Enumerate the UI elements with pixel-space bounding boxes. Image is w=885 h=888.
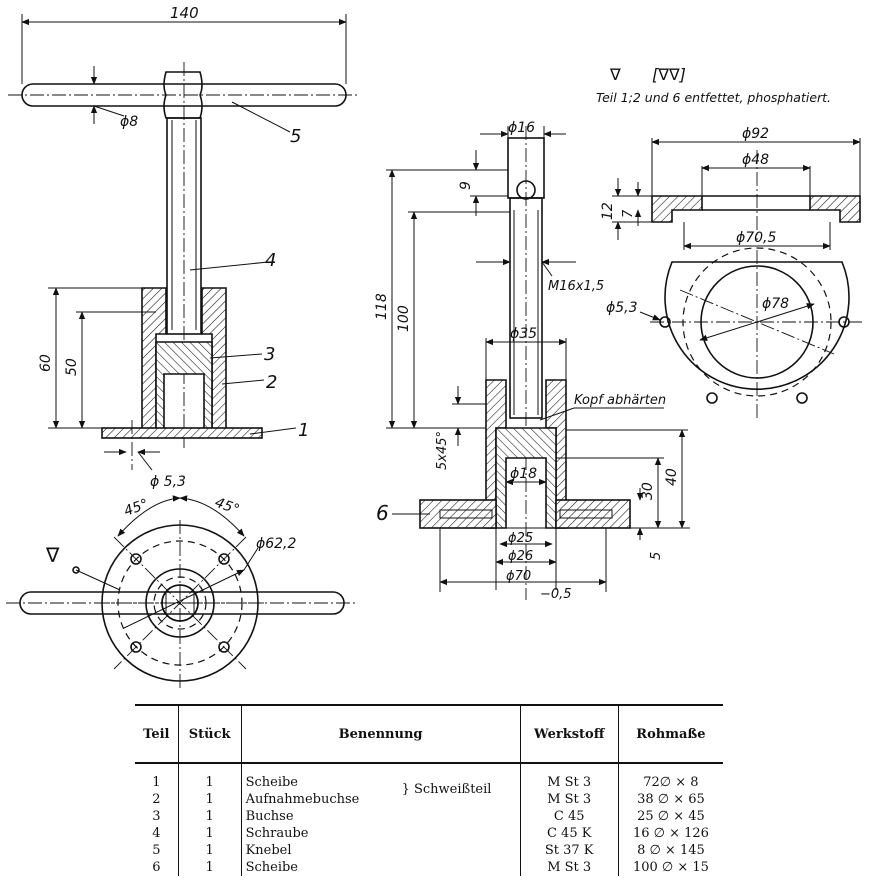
dim-118: 118	[374, 293, 390, 320]
cell-benennung: Buchse	[240, 808, 521, 825]
dim-d48: ϕ48	[742, 152, 769, 168]
table-header-row: Teil Stück Benennung Werkstoff Rohmaße	[135, 704, 723, 764]
dim-d8: ϕ8	[120, 114, 138, 130]
cell-stueck: 1	[177, 842, 242, 859]
dim-60: 60	[38, 354, 54, 372]
cell-stueck: 1	[177, 859, 242, 876]
col-header-benennung: Benennung	[240, 704, 521, 764]
cell-stueck: 1	[177, 825, 242, 842]
dim-5: 5	[649, 552, 664, 560]
dim-d18: ϕ18	[510, 466, 537, 482]
dim-140: 140	[170, 4, 199, 22]
cell-benennung: Aufnahmebuchse	[240, 791, 521, 808]
cell-teil: 5	[152, 843, 161, 858]
cell-stueck: 1	[177, 791, 242, 808]
dim-12: 12	[600, 202, 616, 220]
dim-chamfer-5x45: 5x45°	[435, 431, 450, 470]
cell-rohmass: 100 ∅ × 15	[617, 859, 723, 876]
cell-stueck: 1	[177, 808, 242, 825]
dim-angle-45-left: 45°	[122, 496, 151, 520]
part-ref-3: 3	[264, 344, 275, 365]
dim-30: 30	[640, 482, 656, 500]
note-treatment: Teil 1;2 und 6 entfettet, phosphatiert.	[596, 90, 831, 105]
cell-rohmass: 25 ∅ × 45	[617, 808, 723, 825]
cell-werkstoff: M St 3	[519, 763, 619, 791]
cell-stueck: 1	[177, 763, 242, 791]
cell-werkstoff: C 45 K	[519, 825, 619, 842]
cell-werkstoff: St 37 K	[519, 842, 619, 859]
part-ref-1: 1	[298, 420, 309, 441]
thread-m16: M16x1,5	[548, 279, 604, 294]
cell-werkstoff: M St 3	[519, 791, 619, 808]
right-plate-detail: ∇ [∇∇] Teil 1;2 und 6 entfettet, phospha…	[596, 65, 864, 420]
dim-d5-3-left: ϕ 5,3	[150, 474, 186, 490]
dim-d35: ϕ35	[510, 326, 537, 342]
dim-100: 100	[396, 305, 412, 332]
col-header-teil: Teil	[135, 704, 179, 764]
cell-benennung: Scheibe } Schweißteil	[240, 763, 521, 797]
col-header-werkstoff: Werkstoff	[519, 704, 619, 764]
dim-d25: ϕ25	[508, 531, 533, 546]
dim-d5-3-right: ϕ5,3	[606, 300, 638, 316]
dim-7: 7	[621, 209, 636, 218]
col-header-rohmasse: Rohmaße	[617, 704, 723, 764]
cell-rohmass: 72∅ × 8	[617, 763, 723, 791]
table-row: 1 1 Scheibe } Schweißteil M St 3 72∅ × 8	[135, 763, 723, 797]
technical-drawing: 140 ϕ8 5 4 3 2 1 60 50 ϕ 5,3	[6, 4, 864, 690]
cell-teil: 2	[152, 792, 161, 807]
table-row: 4 1 Schraube C 45 K 16 ∅ × 126	[135, 825, 723, 842]
left-front-view: 140 ϕ8 5 4 3 2 1 60 50 ϕ 5,3	[8, 4, 360, 490]
cell-rohmass: 16 ∅ × 126	[617, 825, 723, 842]
part-ref-2: 2	[266, 372, 277, 393]
surface-symbol-1: ∇	[609, 65, 621, 84]
cell-rohmass: 8 ∅ × 145	[617, 842, 723, 859]
cell-teil: 4	[152, 826, 161, 841]
middle-section-view: ϕ16 9 118 100 M16x1,5 ϕ35 Kopf abhärten	[374, 120, 690, 602]
cell-werkstoff: M St 3	[519, 859, 619, 876]
table-row: 2 1 Aufnahmebuchse M St 3 38 ∅ × 65	[135, 791, 723, 808]
surface-symbol-2: [∇∇]	[652, 65, 686, 84]
cell-rohmass: 38 ∅ × 65	[617, 791, 723, 808]
cell-teil: 3	[152, 809, 161, 824]
dim-d70: ϕ70	[506, 569, 531, 584]
dim-40: 40	[664, 468, 680, 486]
table-row: 6 1 Scheibe M St 3 100 ∅ × 15	[135, 859, 723, 876]
surface-symbol-left: ∇	[45, 543, 60, 567]
dim-9: 9	[458, 181, 474, 190]
left-top-view: 45° 45° ϕ62,2 ∇	[6, 495, 358, 690]
table-row: 3 1 Buchse C 45 25 ∅ × 45	[135, 808, 723, 825]
part-ref-5: 5	[290, 126, 301, 147]
group-label-schweissteil: } Schweißteil	[401, 782, 492, 797]
part-ref-6: 6	[376, 501, 389, 525]
dim-d16: ϕ16	[508, 120, 535, 136]
dim-d78: ϕ78	[762, 296, 789, 312]
dim-d92: ϕ92	[742, 126, 769, 142]
dim-d26: ϕ26	[508, 549, 533, 564]
dim-50: 50	[64, 358, 80, 376]
cell-benennung: Schraube	[240, 825, 521, 842]
note-kopf-abhaerten: Kopf abhärten	[574, 393, 666, 408]
parts-list-table: Teil Stück Benennung Werkstoff Rohmaße 1…	[135, 704, 723, 876]
cell-teil: 1	[152, 775, 161, 790]
cell-teil: 6	[152, 860, 161, 875]
cell-werkstoff: C 45	[519, 808, 619, 825]
dim-d62-2: ϕ62,2	[256, 536, 297, 552]
part-ref-4: 4	[265, 250, 276, 271]
dim-angle-45-right: 45°	[213, 495, 242, 519]
cell-benennung-text: Scheibe	[245, 775, 298, 790]
col-header-stueck: Stück	[177, 704, 242, 764]
dim-d70-5: ϕ70,5	[736, 230, 777, 246]
cell-benennung: Knebel	[240, 842, 521, 859]
cell-benennung: Scheibe	[240, 859, 521, 876]
dim-tolerance: −0,5	[540, 587, 572, 602]
table-row: 5 1 Knebel St 37 K 8 ∅ × 145	[135, 842, 723, 859]
